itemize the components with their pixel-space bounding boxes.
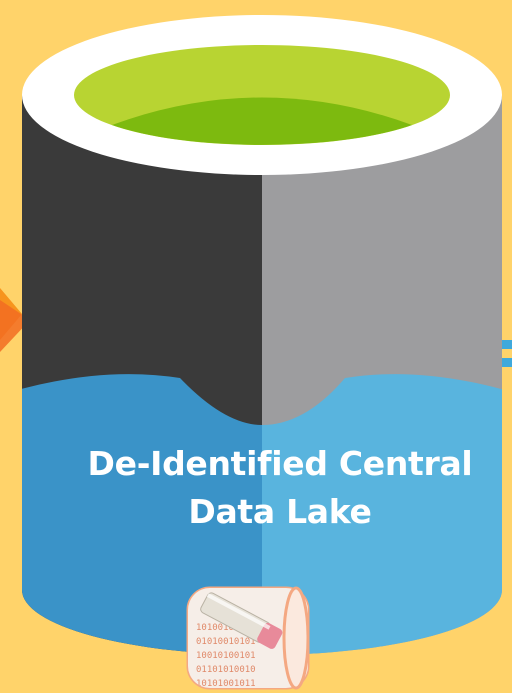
lake-label: De-Identified Central Data Lake [40, 440, 512, 536]
lake-label-line-1: De-Identified Central [87, 444, 473, 483]
svg-text:10010100101: 10010100101 [196, 651, 256, 661]
lake-label-line-2: Data Lake [188, 492, 372, 531]
svg-text:10100101010: 10100101010 [196, 623, 256, 633]
eraser-on-binary-cylinder-icon: 10100101010 01010010101 10010100101 0110… [186, 586, 310, 690]
svg-text:10101001011: 10101001011 [196, 679, 256, 689]
svg-text:01101010010: 01101010010 [196, 665, 256, 675]
arrow-chevron-icon [0, 288, 30, 352]
svg-text:01010010101: 01010010101 [196, 637, 256, 647]
